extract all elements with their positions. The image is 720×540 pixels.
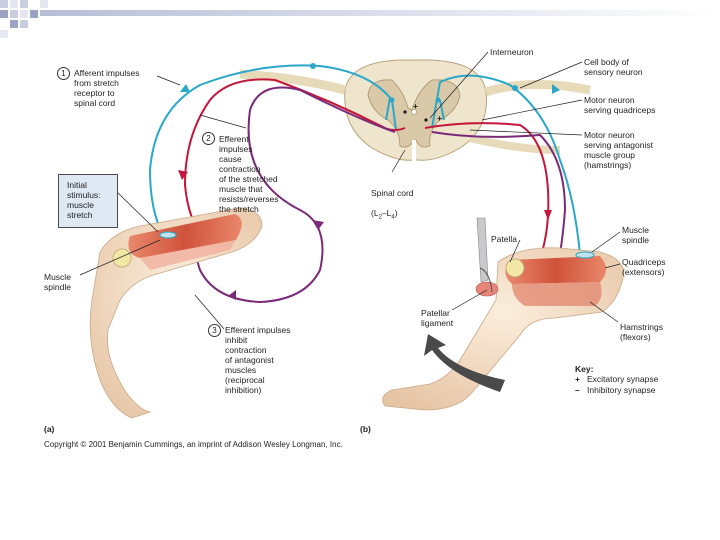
key-legend: Key: + Excitatory synapse – Inhibitory s…: [575, 364, 705, 396]
spinal-sub-1: 2: [378, 214, 382, 221]
interneuron-label: Interneuron: [490, 47, 534, 57]
step1-label: Afferent impulses from stretch receptor …: [74, 68, 140, 108]
spinal-levels-open: (L: [371, 208, 379, 218]
leg-b-illustration: [382, 217, 625, 411]
spinal-cord-label: Spinal cord (L2–L4): [371, 178, 414, 223]
afferent-pathway: [148, 64, 581, 256]
quadriceps-label: Quadriceps (extensors): [622, 257, 666, 277]
initial-stimulus-box: Initial stimulus: muscle stretch: [58, 174, 118, 228]
step3-number: 3: [208, 324, 221, 337]
synapse-dots: [403, 110, 428, 122]
spinal-sub-2: 4: [391, 214, 395, 221]
panel-a-label: (a): [44, 424, 55, 434]
cell-body-sensory-label: Cell body of sensory neuron: [584, 57, 643, 77]
step2-label: Efferent impulses cause contraction of t…: [219, 134, 279, 214]
step2-number: 2: [202, 132, 215, 145]
arrow-icons: [180, 84, 560, 94]
synapse-plus-1: +: [413, 101, 418, 111]
panel-b-label: (b): [360, 424, 371, 434]
key-excitatory-label: Excitatory synapse: [587, 374, 659, 384]
hamstrings-label: Hamstrings (flexors): [620, 322, 663, 342]
key-inhibitory-symbol: –: [575, 385, 580, 395]
patellar-ligament-label: Patellar ligament: [421, 308, 454, 328]
inhibition-pathway: [194, 86, 567, 304]
step3-label: Efferent impulses inhibit contraction of…: [225, 325, 291, 395]
muscle-spindle-a-label: Muscle spindle: [44, 272, 71, 292]
key-title: Key:: [575, 364, 594, 374]
patella-label: Patella: [491, 234, 517, 244]
initial-stimulus-label: Initial stimulus: muscle stretch: [67, 180, 101, 220]
motor-quadriceps-label: Motor neuron serving quadriceps: [584, 95, 656, 115]
spinal-levels-close: ): [394, 208, 398, 218]
motor-antagonist-label: Motor neuron serving antagonist muscle g…: [584, 130, 653, 170]
corner-bullets: [0, 0, 720, 50]
step1-number: 1: [57, 67, 70, 80]
synapse-plus-2: +: [437, 113, 442, 123]
leg-a-illustration: [89, 207, 263, 419]
copyright-notice: Copyright © 2001 Benjamin Cummings, an i…: [44, 440, 343, 449]
spinal-cord-name: Spinal cord: [371, 188, 414, 198]
sensory-cell-body-icons: [310, 63, 518, 103]
spinal-dash: –L: [381, 208, 392, 218]
key-inhibitory-label: Inhibitory synapse: [587, 385, 656, 395]
key-excitatory-symbol: +: [575, 374, 580, 384]
muscle-spindle-b-label: Muscle spindle: [622, 225, 649, 245]
leader-lines: [79, 51, 621, 330]
